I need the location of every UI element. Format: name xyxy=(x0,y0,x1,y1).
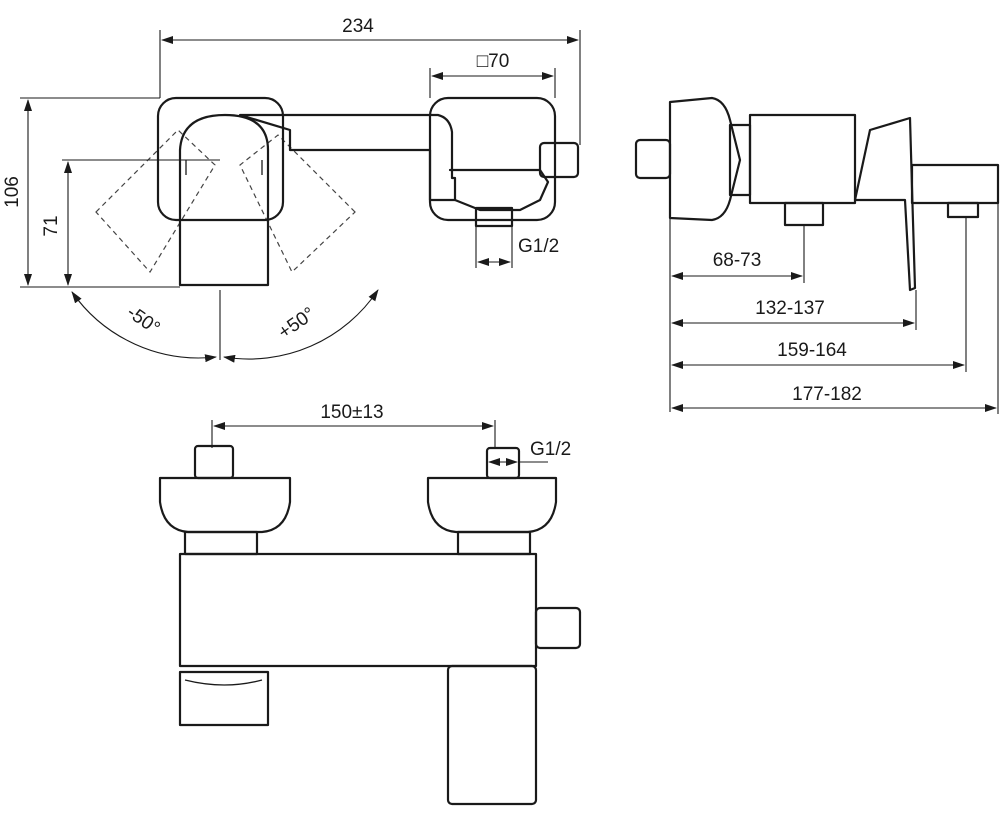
top-view: 234 □70 106 71 G1/2 -50° +50° xyxy=(2,16,581,363)
right-collar xyxy=(456,530,532,556)
front-spout xyxy=(446,664,538,806)
left-rosette xyxy=(156,96,285,222)
side-outlet-left xyxy=(783,201,825,227)
dim-depth-3: 159-164 xyxy=(777,340,847,361)
right-inlet-stub xyxy=(485,446,521,480)
dim-depth-1: 68-73 xyxy=(713,250,762,271)
thread-outlet xyxy=(474,206,514,228)
side-view: 68-73 132-137 159-164 177-182 xyxy=(634,96,1000,414)
dim-centers: 150±13 xyxy=(320,402,383,423)
bar-body xyxy=(238,113,457,202)
arc-left xyxy=(71,291,217,363)
dim-depth-4: 177-182 xyxy=(792,384,862,405)
dim-thread-top: G1/2 xyxy=(518,236,559,257)
front-view: 150±13 G1/2 xyxy=(158,402,582,806)
dim-height-axis: 71 xyxy=(41,215,62,236)
right-front-rosette xyxy=(426,476,558,534)
side-rosette xyxy=(668,96,742,222)
front-side-connector xyxy=(534,606,582,650)
front-lever xyxy=(178,670,270,727)
left-inlet-stub xyxy=(193,444,235,480)
arc-right xyxy=(223,289,379,363)
dim-angle-left: -50° xyxy=(123,302,164,339)
dim-handle-square: □70 xyxy=(477,51,510,72)
side-lever xyxy=(853,116,917,292)
left-front-rosette xyxy=(158,476,292,534)
spout-outlet xyxy=(448,168,550,212)
side-body xyxy=(748,113,857,205)
side-outlet-right xyxy=(946,201,980,219)
side-connector xyxy=(538,141,580,179)
main-body xyxy=(178,552,538,668)
dim-overall-width: 234 xyxy=(342,16,374,37)
swing-outline-left xyxy=(95,129,216,274)
side-spout xyxy=(910,163,1000,205)
left-collar xyxy=(183,530,259,556)
swing-outline-right xyxy=(239,134,356,274)
dim-height-total: 106 xyxy=(2,176,23,208)
dim-angle-right: +50° xyxy=(275,303,320,343)
dim-depth-2: 132-137 xyxy=(755,298,825,319)
side-inlet-stub xyxy=(634,138,672,180)
dim-thread-bottom: G1/2 xyxy=(530,439,571,460)
lever-handle xyxy=(178,113,270,287)
front-lever-detail xyxy=(184,679,263,686)
